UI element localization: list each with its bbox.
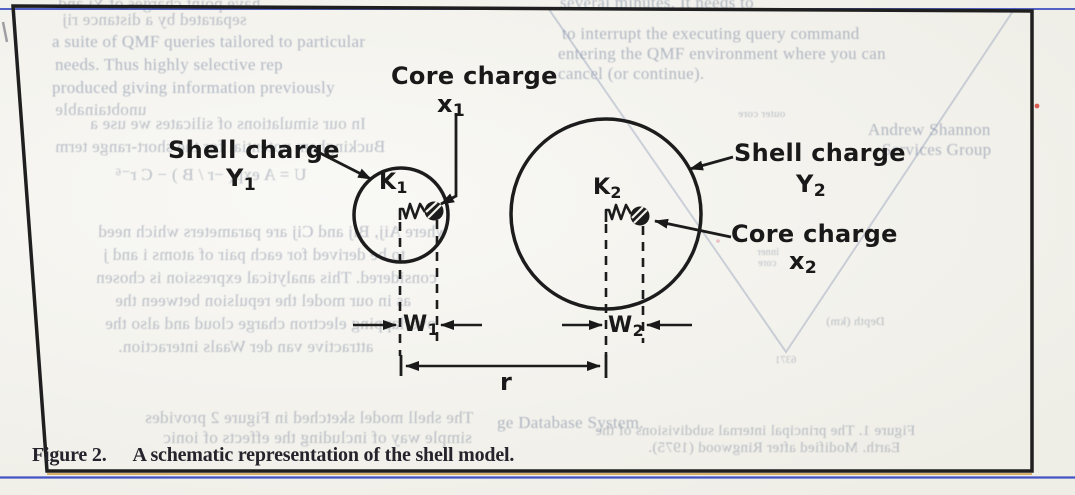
core2-leader-line [654, 218, 732, 239]
spring2-symbol-letter: K [593, 175, 611, 200]
w1-symbol-letter: W [403, 312, 428, 337]
w1-symbol-subscript: 1 [427, 320, 439, 339]
shell1-leader-line [313, 148, 372, 181]
shell2-symbol-letter: Y [796, 170, 814, 198]
core2-symbol-letter: x [789, 247, 805, 275]
core2-symbol-subscript: 2 [804, 258, 818, 278]
w2-symbol-letter: W [608, 313, 633, 338]
ghost-text-line: Services Group [882, 140, 992, 159]
figure-caption-number: Figure 2. [32, 444, 107, 466]
ghost-text-line: a suite of QMF queries tailored to parti… [52, 32, 366, 51]
figure-frame [11, 4, 1034, 473]
core2-label: Core charge [731, 220, 898, 248]
ghost-text-line: ge Database System. [497, 413, 644, 432]
ghost-text-line: entering the QMF environment where you c… [558, 44, 886, 63]
shell1-symbol-letter: Y [226, 164, 244, 192]
ghost-text-line: produced giving information previously [52, 78, 335, 97]
spring2-symbol: K2 [593, 175, 622, 200]
r-symbol: r [500, 368, 513, 396]
core1-symbol-letter: x [437, 90, 453, 118]
w2-symbol: W2 [608, 313, 644, 338]
spring-2 [604, 203, 633, 222]
core1-label: Core charge [391, 62, 558, 90]
w2-symbol-subscript: 2 [632, 321, 644, 340]
red-speck [1034, 103, 1040, 109]
core1-symbol-subscript: 1 [452, 101, 466, 121]
core-hatch-1 [425, 201, 442, 219]
figure-caption: Figure 2. A schematic representation of … [32, 444, 514, 467]
spring1-symbol-letter: K [379, 170, 397, 195]
core1-symbol: x1 [437, 90, 466, 121]
shell1-symbol: Y1 [226, 164, 257, 195]
ghost-text-line: to interrupt the executing query command [562, 24, 860, 43]
shell1-label: Shell charge [168, 136, 340, 164]
shell2-leader-line [689, 155, 734, 171]
red-speck [716, 239, 720, 243]
ghost-text-line: cancel (or continue). [558, 64, 705, 83]
spring2-symbol-subscript: 2 [610, 183, 622, 202]
page-edge-mark [1, 21, 9, 43]
ghost-text-line: needs. Thus highly selective rep [55, 55, 283, 74]
shell2-label: Shell charge [734, 139, 906, 167]
shell1-symbol-subscript: 1 [243, 175, 257, 195]
shell2-symbol: Y2 [796, 170, 827, 201]
spring1-symbol: K1 [379, 170, 408, 195]
core1-leader-line [440, 113, 458, 206]
ghost-text-line: Andrew Shannon [868, 120, 991, 139]
shell2-symbol-subscript: 2 [813, 181, 827, 201]
spring-1 [398, 202, 427, 220]
spring1-symbol-subscript: 1 [396, 178, 408, 197]
core2-symbol: x2 [789, 247, 818, 278]
figure-caption-text: A schematic representation of the shell … [132, 444, 515, 466]
w1-symbol: W1 [403, 312, 439, 337]
core-hatch-2 [631, 206, 648, 224]
